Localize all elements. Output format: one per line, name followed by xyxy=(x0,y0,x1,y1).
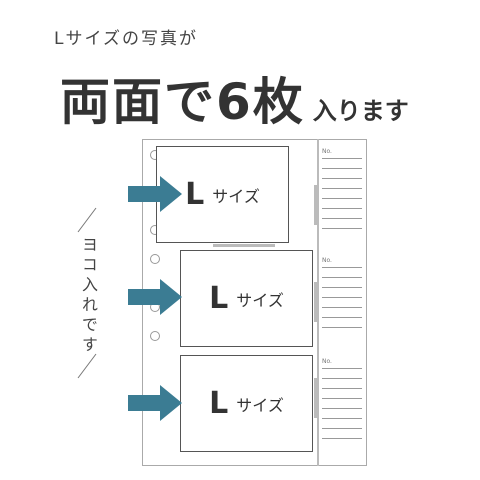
pocket-grip xyxy=(314,185,317,225)
arrow-right-icon xyxy=(128,279,182,315)
arrow-right-icon xyxy=(128,385,182,421)
memo-column: No. xyxy=(322,358,362,453)
memo-number-label: No. xyxy=(322,358,332,365)
arrow-right-icon xyxy=(128,176,182,212)
binder-hole-icon xyxy=(150,254,160,264)
memo-column: No. xyxy=(322,257,362,352)
binder-hole-icon xyxy=(150,331,160,341)
photo-size-label: サイズ xyxy=(212,186,260,206)
subtitle: Lサイズの写真が xyxy=(54,29,198,49)
headline-main: 両面で6枚 xyxy=(60,73,305,131)
pocket-grip xyxy=(314,282,317,322)
photo-size-label: サイズ xyxy=(236,290,284,310)
headline: 両面で6枚入ります xyxy=(60,62,409,134)
photo-size-label: サイズ xyxy=(236,395,284,415)
pocket-grip xyxy=(314,378,317,418)
sheet-divider xyxy=(317,139,319,466)
slash-bottom-icon xyxy=(77,353,97,379)
memo-number-label: No. xyxy=(322,148,332,155)
memo-number-label: No. xyxy=(322,257,332,264)
photo-slot: L サイズ xyxy=(180,355,313,452)
photo-size-letter: L xyxy=(185,177,205,212)
headline-suffix: 入ります xyxy=(312,97,409,125)
pocket-clip xyxy=(213,244,275,247)
photo-size-letter: L xyxy=(209,386,229,421)
photo-size-letter: L xyxy=(209,281,229,316)
photo-slot: L サイズ xyxy=(180,250,313,347)
photo-slot: L サイズ xyxy=(156,146,289,243)
slash-top-icon xyxy=(77,207,97,233)
memo-column: No. xyxy=(322,148,362,243)
side-note: ヨコ入れです xyxy=(79,236,98,356)
